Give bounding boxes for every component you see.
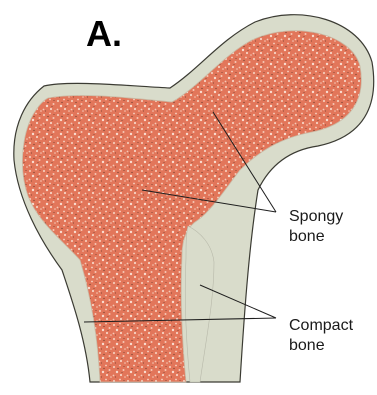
- compact-bone-label: Compact bone: [289, 316, 353, 356]
- spongy-bone-label-line2: bone: [289, 227, 343, 247]
- compact-bone-label-line1: Compact: [289, 316, 353, 336]
- compact-bone-label-line2: bone: [289, 336, 353, 356]
- spongy-bone-label: Spongy bone: [289, 207, 343, 247]
- spongy-bone-label-line1: Spongy: [289, 207, 343, 227]
- panel-label: A.: [86, 14, 122, 54]
